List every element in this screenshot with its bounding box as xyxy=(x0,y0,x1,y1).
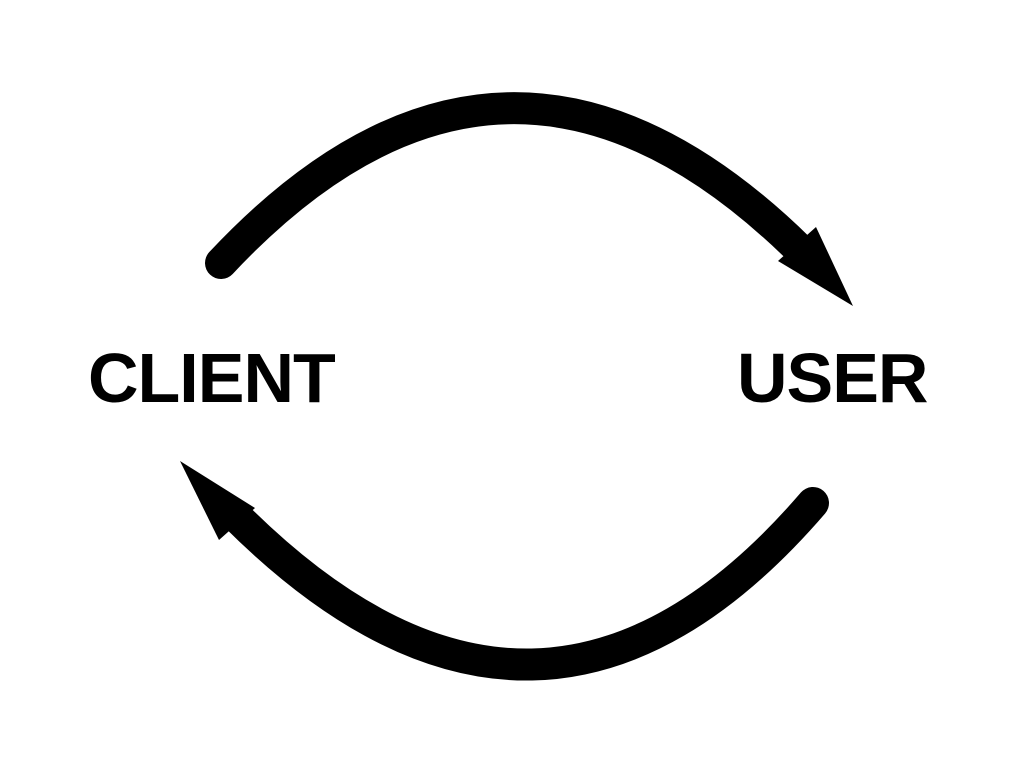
edge-client-to-user xyxy=(205,92,853,306)
arrowhead-top xyxy=(778,227,853,306)
node-label-client: CLIENT xyxy=(88,339,335,417)
edge-user-to-client xyxy=(180,461,829,681)
arrowhead-bottom xyxy=(180,461,255,540)
node-label-user: USER xyxy=(737,339,928,417)
arrow-shaft-top xyxy=(205,92,816,279)
arrow-shaft-bottom xyxy=(219,487,829,681)
